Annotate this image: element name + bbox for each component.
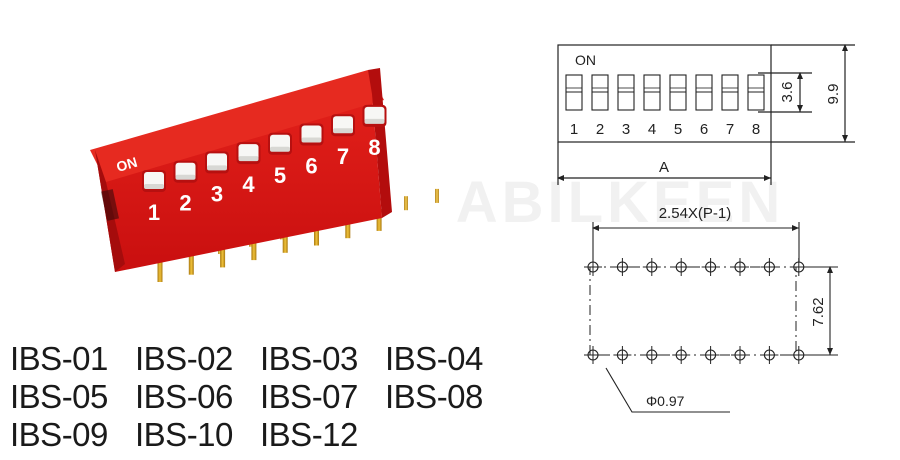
watermark-text: ABILKEEN <box>456 170 784 235</box>
photo-actuator <box>362 104 387 127</box>
top-view-switch-number: 4 <box>648 121 656 138</box>
pin-hole <box>642 258 661 276</box>
photo-pin <box>282 230 288 253</box>
hole-diameter-label: Φ0.97 <box>646 393 685 409</box>
photo-actuator <box>173 160 198 183</box>
pin-hole <box>731 258 749 276</box>
switch-body-notch <box>101 189 119 221</box>
photo-pin <box>157 260 163 282</box>
top-view-switch-number: 7 <box>726 121 734 138</box>
model-name: IBS-08 <box>385 378 483 415</box>
model-list: IBS-01 IBS-02 IBS-03 IBS-04 IBS-05 IBS-0… <box>10 340 530 454</box>
model-name: IBS-01 <box>10 340 108 377</box>
pin-hole <box>701 258 720 276</box>
top-view-switch-number: 2 <box>596 121 604 138</box>
model-name: IBS-06 <box>135 378 233 415</box>
top-view-switch <box>617 74 635 111</box>
photo-actuator <box>205 151 229 174</box>
model-name: IBS-03 <box>260 340 358 377</box>
pin-hole <box>731 346 749 364</box>
pin-hole <box>672 346 691 364</box>
pin-layout-drawing <box>584 222 838 413</box>
photo-pin <box>251 238 257 261</box>
top-view-switch-number: 8 <box>752 121 760 138</box>
hole-leader-line <box>605 367 730 413</box>
top-view-on-label: ON <box>575 52 596 68</box>
top-view-switch <box>591 74 609 111</box>
pin-hole <box>760 258 779 276</box>
model-name: IBS-09 <box>10 416 108 453</box>
model-name: IBS-05 <box>10 378 108 415</box>
photo-actuator <box>299 123 324 146</box>
top-view-switch <box>669 74 687 111</box>
dim-height-small-label: 3.6 <box>779 82 796 103</box>
photo-switch-number: 7 <box>337 144 349 169</box>
photo-actuator <box>268 132 292 155</box>
photo-actuator <box>142 170 166 192</box>
top-view-switch <box>747 74 765 111</box>
pin-hole <box>701 346 720 364</box>
model-name: IBS-12 <box>260 416 358 453</box>
switch-body-top <box>90 70 384 182</box>
photo-switch-number: 8 <box>368 135 380 160</box>
photo-pin <box>314 223 319 246</box>
model-row: IBS-09 IBS-10 IBS-12 <box>10 416 530 454</box>
top-view-drawing <box>557 44 855 185</box>
model-row: IBS-05 IBS-06 IBS-07 IBS-08 <box>10 378 530 416</box>
top-view-switch <box>721 74 739 111</box>
photo-pin <box>376 208 382 231</box>
top-view-switch-number: 6 <box>700 121 708 138</box>
model-name: IBS-10 <box>135 416 233 453</box>
dim-row-spacing-label: 7.62 <box>810 297 827 326</box>
pin-hole <box>789 258 808 276</box>
pin-hole <box>789 346 808 364</box>
model-name: IBS-07 <box>260 378 358 415</box>
photo-switch-number: 4 <box>242 172 255 197</box>
photo-switch-number: 6 <box>305 154 317 179</box>
pin-hole <box>642 346 661 364</box>
model-name: IBS-02 <box>135 340 233 377</box>
top-view-switch-number: 1 <box>570 121 578 138</box>
dim-pitch-label: 2.54X(P-1) <box>659 205 732 222</box>
top-view-switch <box>695 74 713 111</box>
photo-actuator <box>236 142 261 165</box>
pin-outline <box>589 266 797 356</box>
pin-hole <box>760 346 779 364</box>
pin-holes <box>584 258 808 364</box>
photo-switch-number: 3 <box>211 181 223 206</box>
pin-hole <box>613 346 632 364</box>
top-view-switch <box>643 74 661 111</box>
photo-pin <box>345 216 351 239</box>
pin-hole <box>672 258 691 276</box>
top-view-numbers: 1 2 3 4 5 6 7 8 <box>570 121 760 138</box>
pin-hole <box>584 346 602 364</box>
photo-pin <box>220 245 226 268</box>
model-name: IBS-04 <box>385 340 483 377</box>
photo-actuator <box>331 114 355 137</box>
photo-pin <box>435 188 439 203</box>
top-view-switch-number: 5 <box>674 121 682 138</box>
pin-hole <box>613 258 632 276</box>
photo-switch-number: 5 <box>274 163 286 188</box>
photo-pin <box>188 252 194 275</box>
top-view-switch <box>565 74 583 111</box>
dim-width-label: A <box>659 159 669 176</box>
top-view-switches <box>565 74 765 111</box>
photo-switch-number: 1 <box>148 200 160 225</box>
photo-actuators <box>142 104 387 192</box>
top-view-outline <box>557 44 772 143</box>
photo-switch-number: 2 <box>179 191 191 216</box>
photo-on-label: ON <box>114 154 139 175</box>
photo-pin <box>404 196 408 211</box>
top-view-switch-number: 3 <box>622 121 630 138</box>
pin-hole <box>584 258 602 276</box>
dim-height-total-label: 9.9 <box>825 84 842 105</box>
model-row: IBS-01 IBS-02 IBS-03 IBS-04 <box>10 340 530 378</box>
